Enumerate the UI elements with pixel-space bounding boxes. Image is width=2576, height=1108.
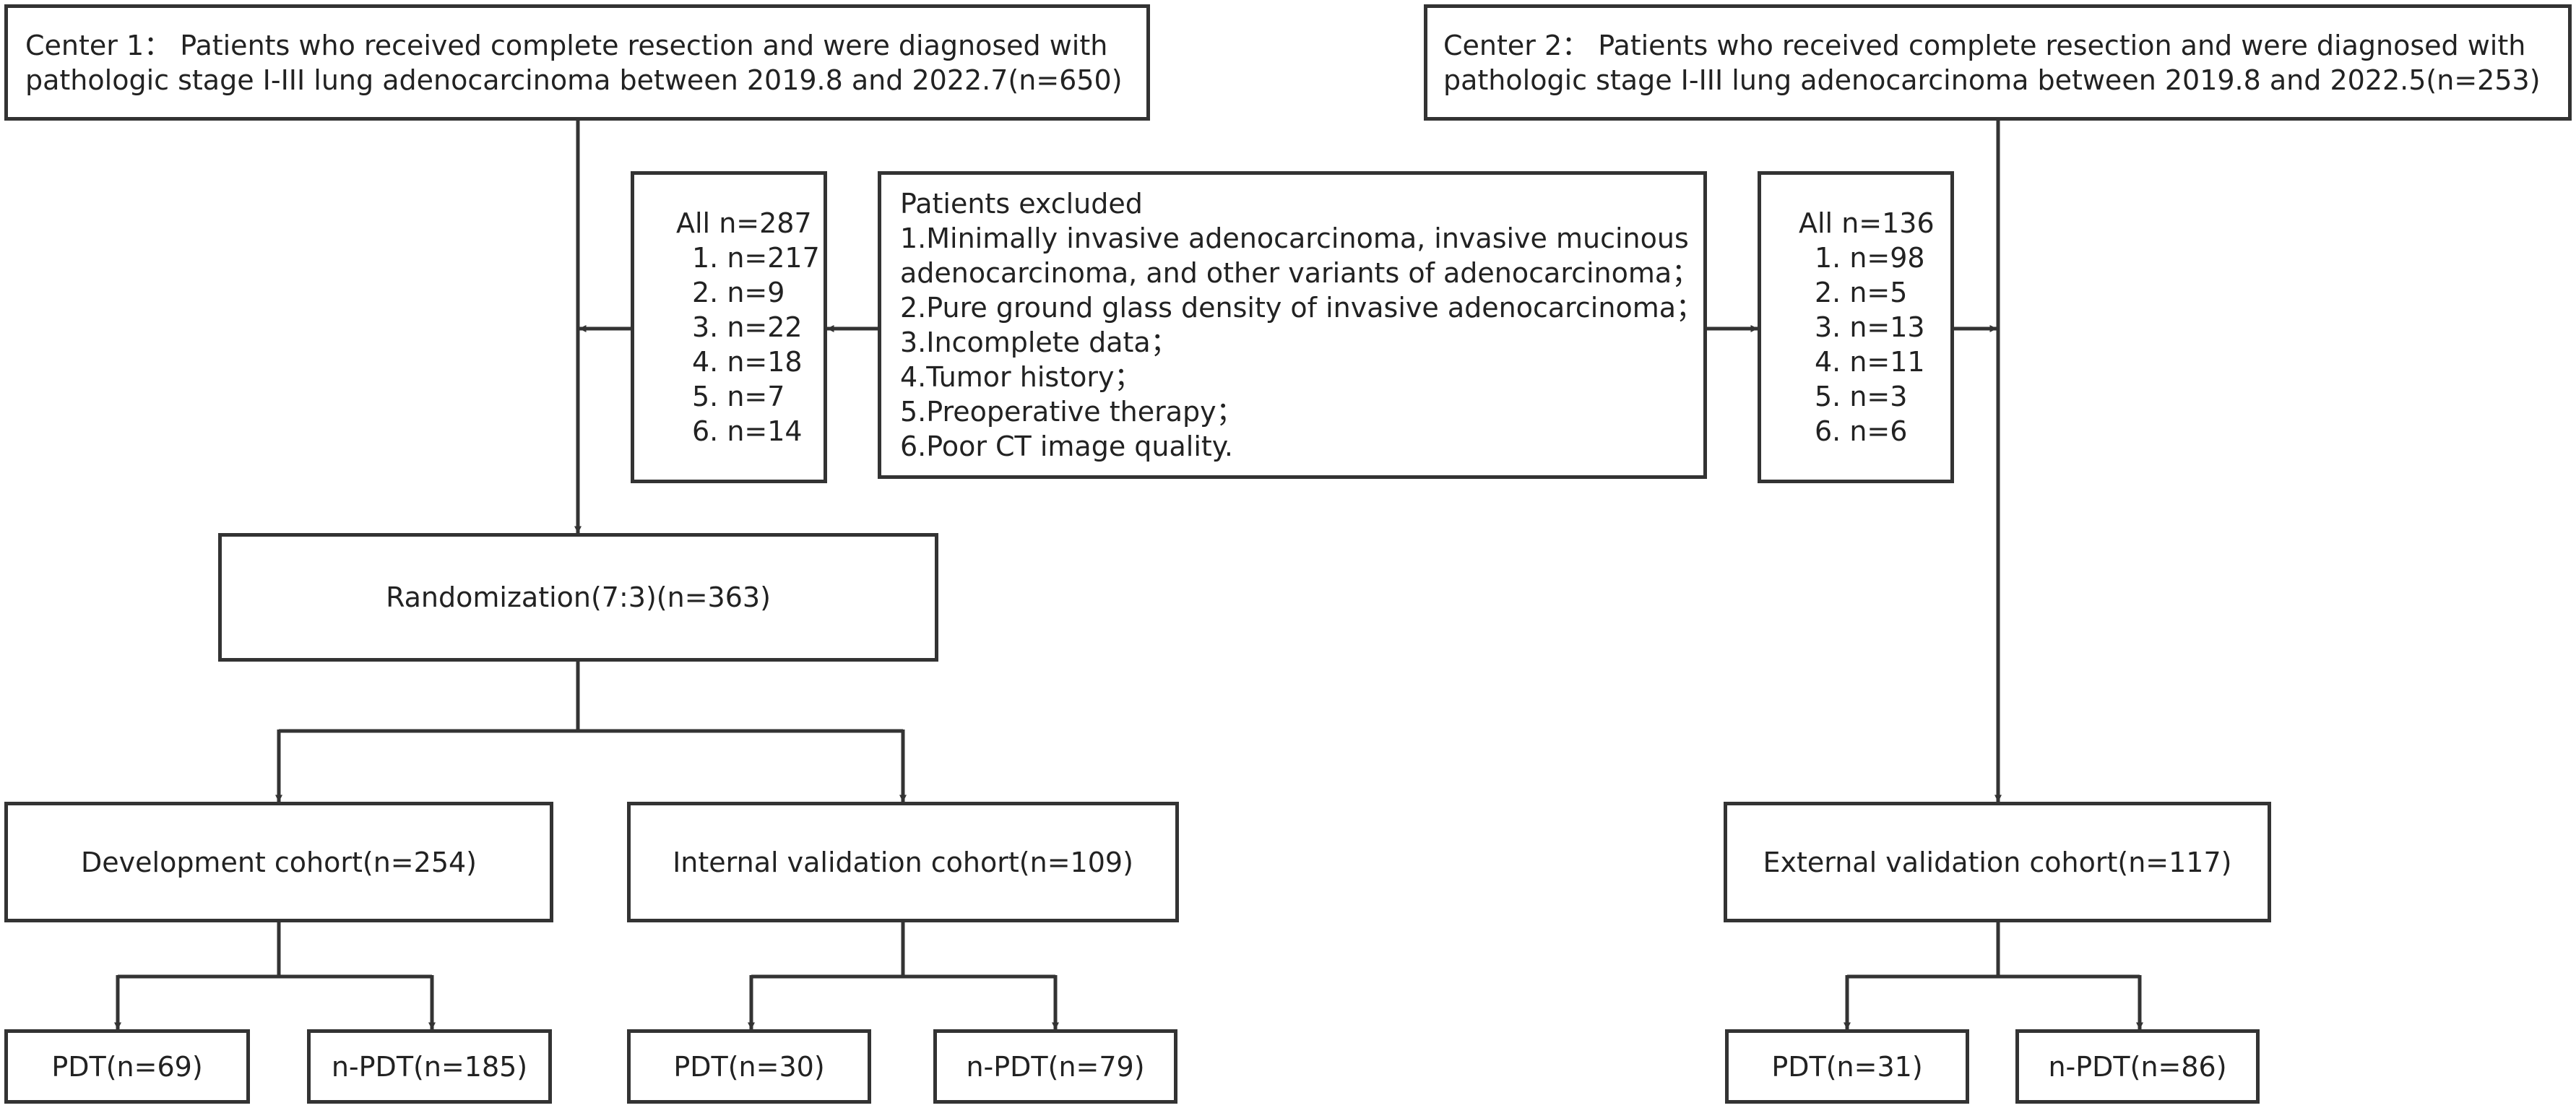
internal-validation-cohort-box: Internal validation cohort(n=109): [627, 802, 1179, 922]
exclusion-criterion: 2.Pure ground glass density of invasive …: [900, 292, 1704, 324]
internal-npdt-label: n-PDT(n=79): [966, 1050, 1145, 1083]
excluded-center1-item: 1. n=217: [692, 242, 820, 274]
development-npdt-label: n-PDT(n=185): [331, 1050, 528, 1083]
development-cohort-label: Development cohort(n=254): [81, 846, 477, 878]
excluded-center1-item: 5. n=7: [692, 381, 785, 412]
internal-pdt-box: PDT(n=30): [627, 1029, 871, 1104]
external-pdt-box: PDT(n=31): [1725, 1029, 1969, 1104]
excluded-center2-total: All n=136: [1799, 207, 1935, 239]
development-pdt-label: PDT(n=69): [51, 1050, 203, 1083]
exclusion-criteria-title: Patients excluded: [900, 188, 1143, 220]
external-npdt-label: n-PDT(n=86): [2048, 1050, 2227, 1083]
center1-box: Center 1： Patients who received complete…: [4, 4, 1150, 121]
excluded-center1-item: 4. n=18: [692, 346, 803, 378]
exclusion-criterion: 6.Poor CT image quality.: [900, 430, 1233, 462]
excluded-center2-item: 2. n=5: [1815, 277, 1908, 308]
excluded-center1-box: All n=287 1. n=217 2. n=9 3. n=22 4. n=1…: [631, 171, 827, 483]
external-validation-cohort-label: External validation cohort(n=117): [1763, 846, 2232, 878]
external-validation-cohort-box: External validation cohort(n=117): [1724, 802, 2271, 922]
excluded-center1-item: 3. n=22: [692, 311, 803, 343]
randomization-box: Randomization(7:3)(n=363): [218, 533, 938, 662]
excluded-center2-box: All n=136 1. n=98 2. n=5 3. n=13 4. n=11…: [1758, 171, 1954, 483]
center2-box: Center 2： Patients who received complete…: [1424, 4, 2572, 121]
randomization-label: Randomization(7:3)(n=363): [386, 581, 771, 613]
development-cohort-box: Development cohort(n=254): [4, 802, 553, 922]
excluded-center1-item: 2. n=9: [692, 277, 785, 308]
exclusion-criterion: 3.Incomplete data；: [900, 326, 1178, 358]
excluded-center2-item: 5. n=3: [1815, 381, 1908, 412]
external-npdt-box: n-PDT(n=86): [2015, 1029, 2260, 1104]
internal-validation-cohort-label: Internal validation cohort(n=109): [673, 846, 1133, 878]
center1-line-2: pathologic stage I-III lung adenocarcino…: [25, 64, 1123, 96]
exclusion-criterion: 5.Preoperative therapy；: [900, 396, 1244, 428]
internal-pdt-label: PDT(n=30): [673, 1050, 825, 1083]
excluded-center1-total: All n=287: [676, 207, 812, 239]
development-npdt-box: n-PDT(n=185): [307, 1029, 552, 1104]
exclusion-criterion: adenocarcinoma, and other variants of ad…: [900, 257, 1700, 289]
external-pdt-label: PDT(n=31): [1771, 1050, 1923, 1083]
center1-line-1: Center 1： Patients who received complete…: [25, 29, 1108, 61]
excluded-center2-item: 3. n=13: [1815, 311, 1925, 343]
center2-line-2: pathologic stage I-III lung adenocarcino…: [1443, 64, 2541, 96]
internal-npdt-box: n-PDT(n=79): [933, 1029, 1177, 1104]
excluded-center1-item: 6. n=14: [692, 415, 803, 447]
exclusion-criterion: 1.Minimally invasive adenocarcinoma, inv…: [900, 222, 1689, 254]
development-pdt-box: PDT(n=69): [4, 1029, 250, 1104]
excluded-center2-item: 6. n=6: [1815, 415, 1908, 447]
exclusion-criterion: 4.Tumor history；: [900, 361, 1142, 393]
excluded-center2-item: 4. n=11: [1815, 346, 1925, 378]
excluded-center2-item: 1. n=98: [1815, 242, 1925, 274]
exclusion-criteria-box: Patients excluded 1.Minimally invasive a…: [878, 171, 1707, 479]
center2-line-1: Center 2： Patients who received complete…: [1443, 29, 2526, 61]
